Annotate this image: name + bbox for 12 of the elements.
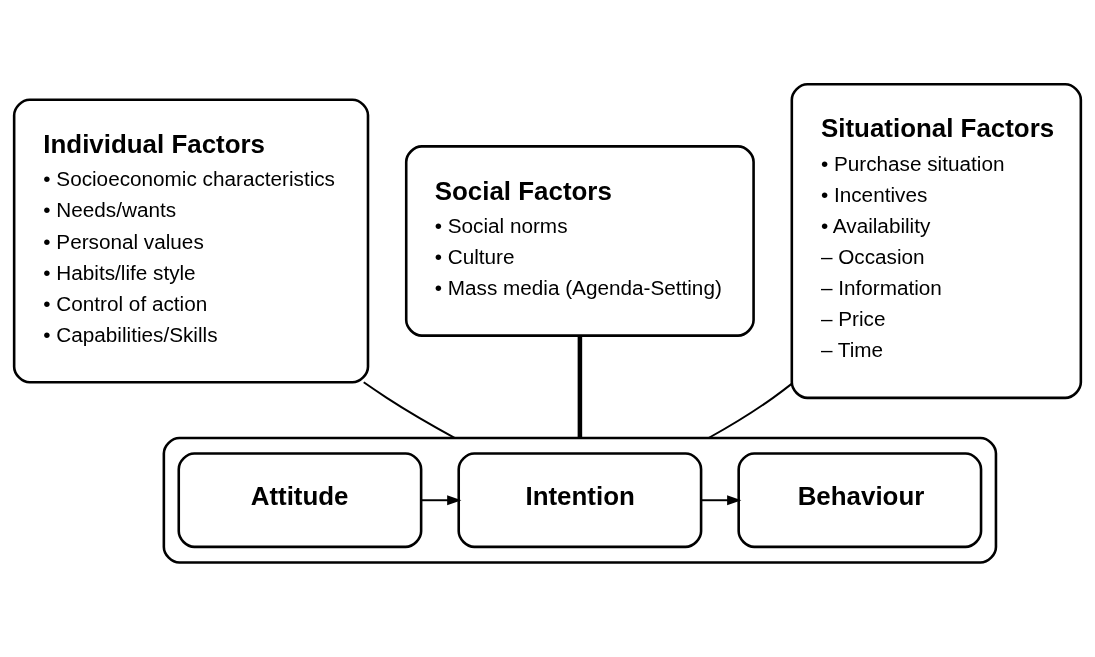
connector bbox=[577, 335, 583, 438]
arrow bbox=[700, 495, 742, 506]
node-box: Situational Factors • Purchase situation • Incentives • Availability – Occasion – Information – Price – Time bbox=[790, 82, 1083, 400]
node-box: Individual Factors • Socioeconomic characteristics • Needs/wants • Personal values • Habits/life style • Control of action • Capabilities/Skills bbox=[12, 98, 370, 384]
node-box: Social Factors • Social norms • Culture • Mass media (Agenda-Setting) bbox=[404, 145, 755, 337]
connector bbox=[362, 381, 457, 439]
arrow bbox=[420, 495, 462, 506]
node-box: Intention bbox=[457, 452, 703, 549]
node-box: Behaviour bbox=[737, 452, 983, 549]
connector bbox=[707, 382, 793, 439]
cluster bbox=[162, 436, 998, 564]
node-box: Attitude bbox=[177, 452, 423, 549]
